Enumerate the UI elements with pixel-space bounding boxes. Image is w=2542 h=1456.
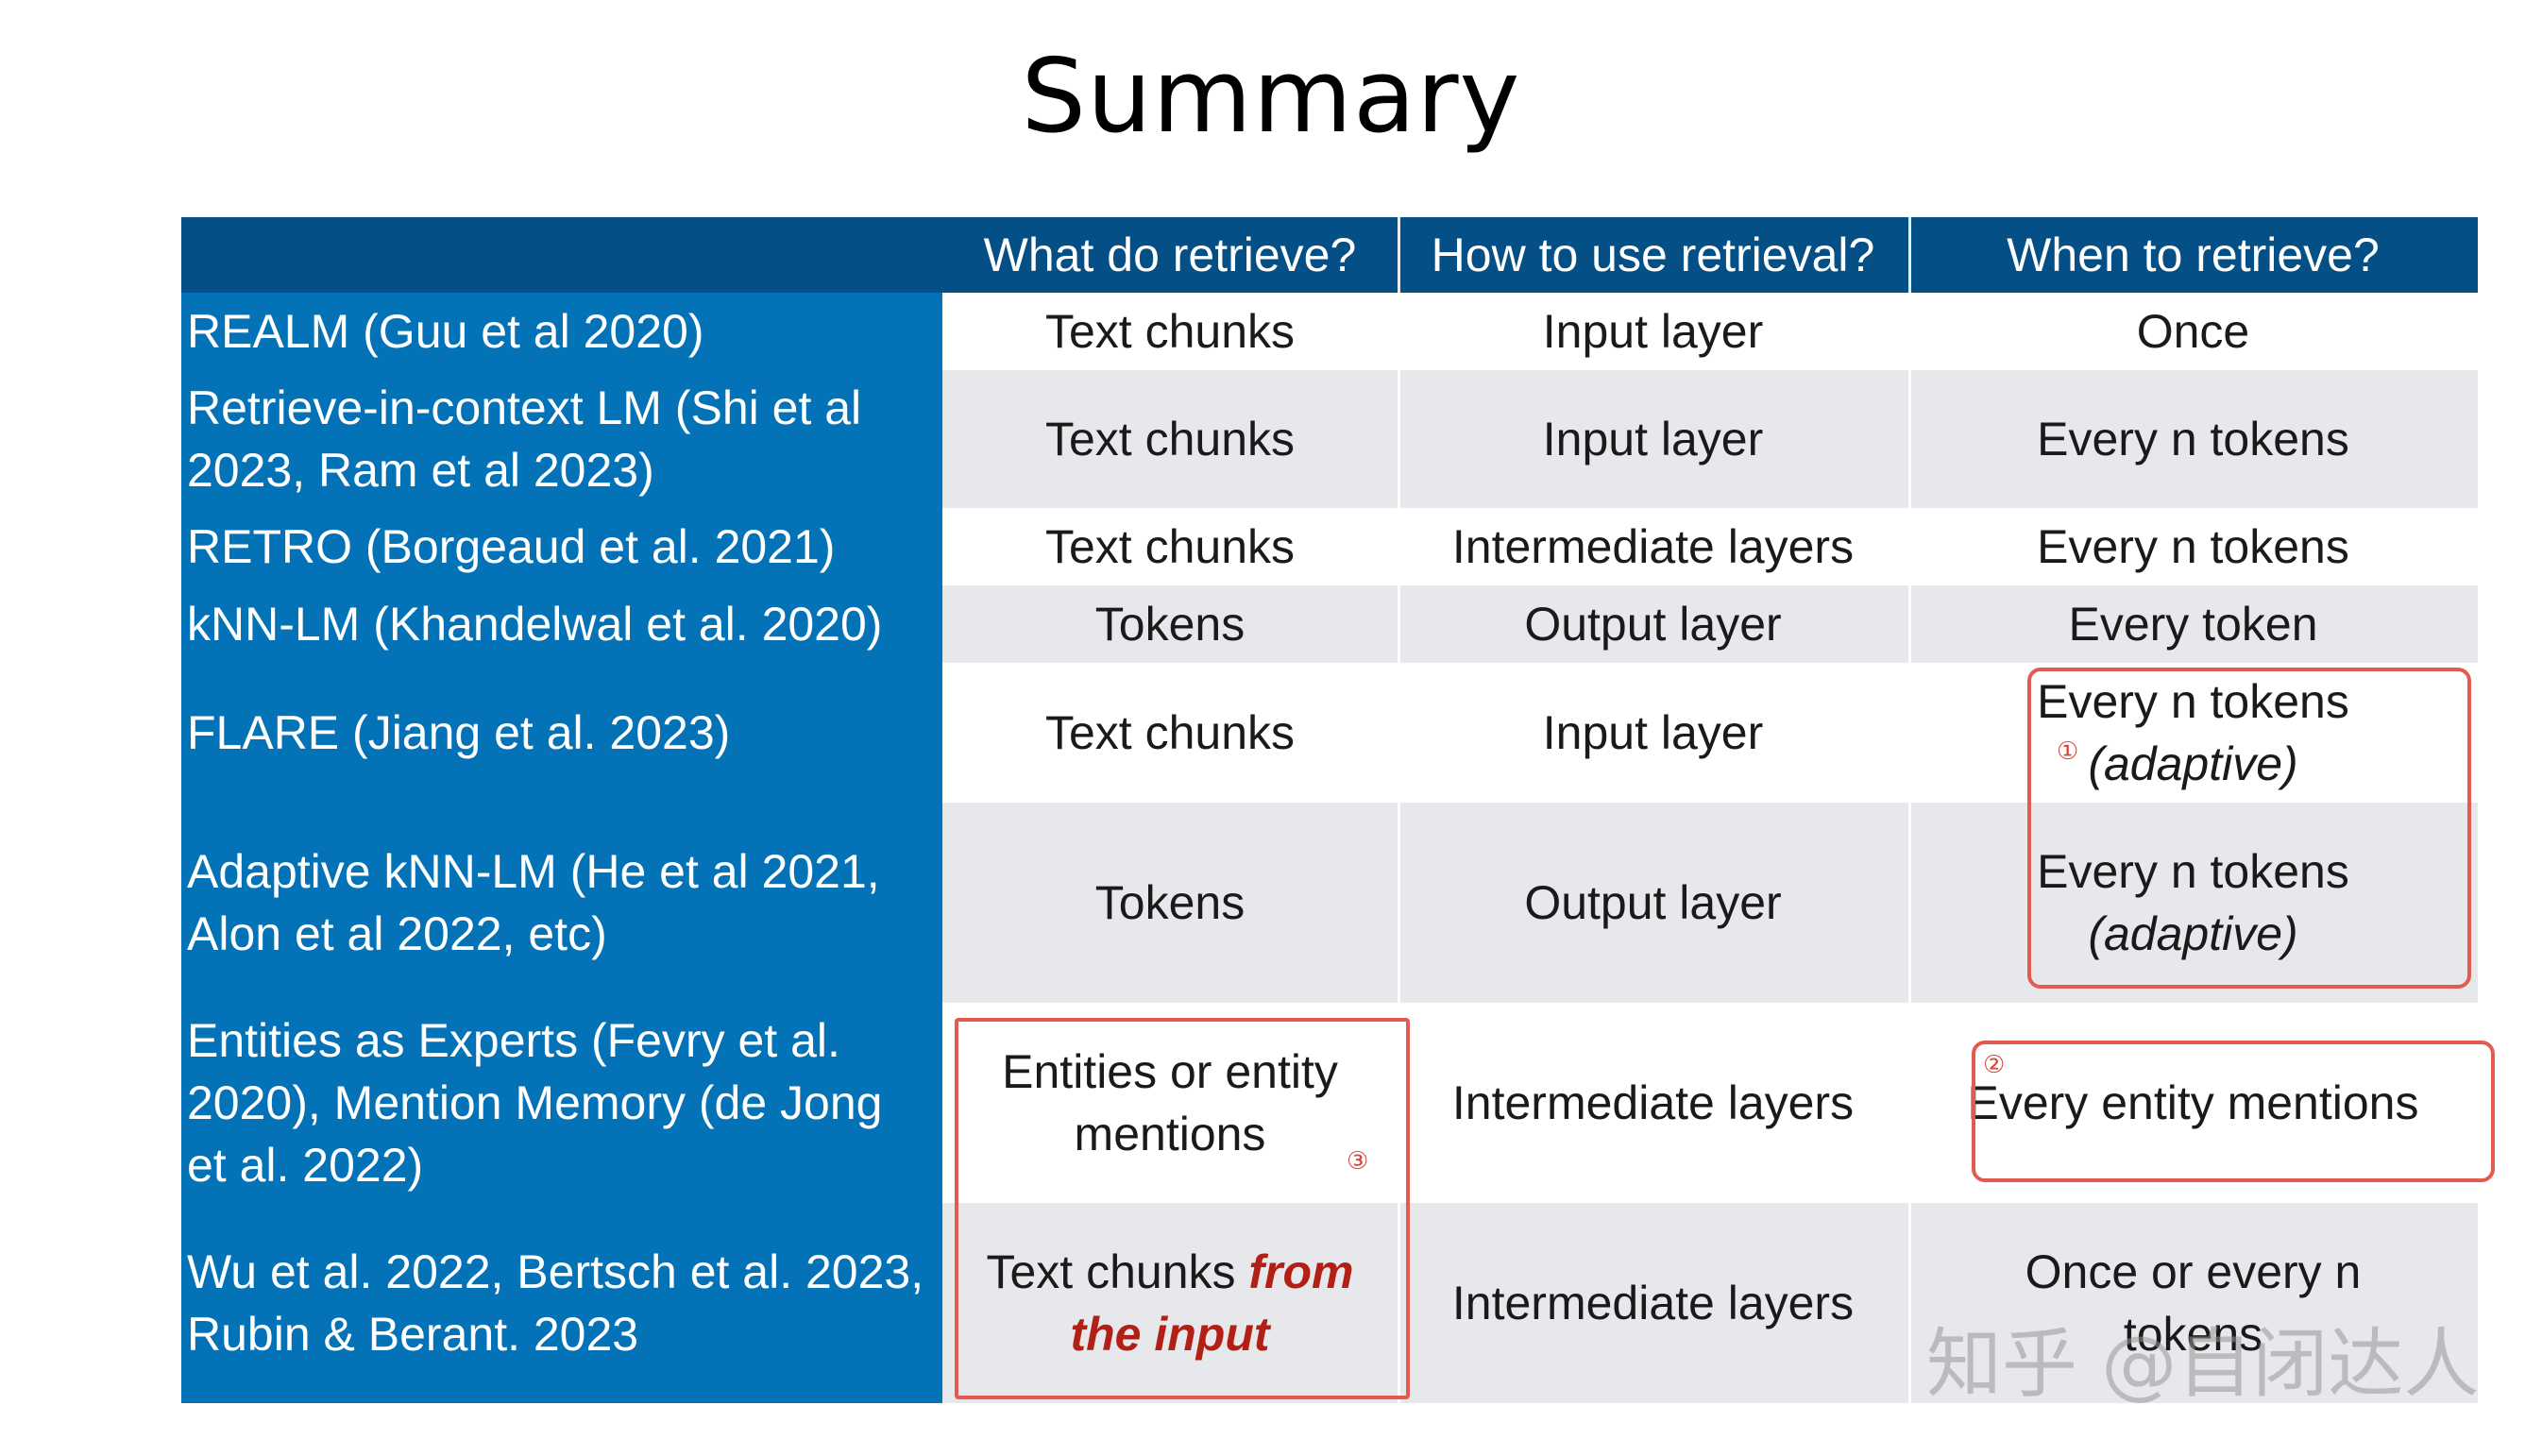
method-cell: kNN-LM (Khandelwal et al. 2020) xyxy=(181,585,942,663)
method-cell: FLARE (Jiang et al. 2023) xyxy=(181,663,942,803)
page-title: Summary xyxy=(1021,38,1521,156)
table-row: kNN-LM (Khandelwal et al. 2020) Tokens O… xyxy=(181,585,2478,663)
method-cell: Adaptive kNN-LM (He et al 2021, Alon et … xyxy=(181,803,942,1003)
how-cell: Output layer xyxy=(1524,598,1782,651)
table-row: REALM (Guu et al 2020) Text chunks Input… xyxy=(181,293,2478,370)
highlight-box-input xyxy=(955,1018,1410,1399)
header-cell-method xyxy=(181,217,942,293)
how-cell: Output layer xyxy=(1524,876,1782,929)
when-cell: Every entity mentions xyxy=(1967,1076,2419,1129)
how-cell: Intermediate layers xyxy=(1451,520,1855,573)
when-note: (adaptive) xyxy=(2088,907,2298,960)
method-cell: Entities as Experts (Fevry et al. 2020),… xyxy=(181,1003,942,1203)
what-cell: Text chunks xyxy=(1044,706,1295,759)
when-cell: Every n tokens (adaptive) xyxy=(1908,663,2478,803)
what-cell: Entities or entity mentions xyxy=(1002,1045,1338,1160)
what-cell: Text chunks from the input xyxy=(942,1203,1398,1403)
header-cell-how: How to use retrieval? xyxy=(1431,229,1875,281)
table-header-row: What do retrieve? How to use retrieval? … xyxy=(181,217,2478,293)
table-row: Entities as Experts (Fevry et al. 2020),… xyxy=(181,1003,2478,1203)
annotation-mark-1: ① xyxy=(2057,736,2079,765)
how-cell: Input layer xyxy=(1542,706,1764,759)
how-cell: Input layer xyxy=(1542,413,1764,466)
annotation-mark-2: ② xyxy=(1983,1050,2006,1078)
header-cell-when: When to retrieve? xyxy=(2007,229,2380,281)
what-cell: Tokens xyxy=(1094,598,1246,651)
method-cell: RETRO (Borgeaud et al. 2021) xyxy=(181,508,942,585)
when-note: (adaptive) xyxy=(2088,737,2298,790)
header-cell-what: What do retrieve? xyxy=(983,229,1357,281)
when-cell: Every token xyxy=(2068,598,2318,651)
how-cell: Intermediate layers xyxy=(1451,1277,1855,1329)
table-row: RETRO (Borgeaud et al. 2021) Text chunks… xyxy=(181,508,2478,585)
method-cell: REALM (Guu et al 2020) xyxy=(181,293,942,370)
what-highlight: from the input xyxy=(1070,1245,1354,1361)
watermark: 知乎 @自闭达人 xyxy=(1926,1320,2480,1408)
how-cell: Intermediate layers xyxy=(1451,1076,1855,1129)
what-cell: Text chunks xyxy=(1044,520,1295,573)
highlight-box-adaptive xyxy=(2027,668,2471,989)
table-row: FLARE (Jiang et al. 2023) Text chunks In… xyxy=(181,663,2478,803)
how-cell: Input layer xyxy=(1542,305,1764,358)
when-cell: Every n tokens (adaptive) xyxy=(1908,803,2478,1003)
table-row: Wu et al. 2022, Bertsch et al. 2023, Rub… xyxy=(181,1203,2478,1403)
when-cell: Every n tokens xyxy=(2037,413,2349,466)
what-cell: Tokens xyxy=(1094,876,1246,929)
when-text: Every n tokens xyxy=(2037,845,2349,898)
table-row: Adaptive kNN-LM (He et al 2021, Alon et … xyxy=(181,803,2478,1003)
method-cell: Retrieve-in-context LM (Shi et al 2023, … xyxy=(181,370,942,508)
what-text: Text chunks xyxy=(986,1245,1249,1298)
when-cell: Once or every n tokens xyxy=(2025,1245,2362,1361)
what-cell: Text chunks xyxy=(1044,305,1295,358)
highlight-box-entity xyxy=(1972,1041,2495,1182)
table-row: Retrieve-in-context LM (Shi et al 2023, … xyxy=(181,370,2478,508)
annotation-mark-3: ③ xyxy=(1347,1146,1369,1175)
method-cell: Wu et al. 2022, Bertsch et al. 2023, Rub… xyxy=(181,1203,942,1403)
when-cell: Once xyxy=(2136,305,2250,358)
what-cell: Text chunks xyxy=(1044,413,1295,466)
when-text: Every n tokens xyxy=(2037,675,2349,728)
when-cell: Every n tokens xyxy=(2037,520,2349,573)
